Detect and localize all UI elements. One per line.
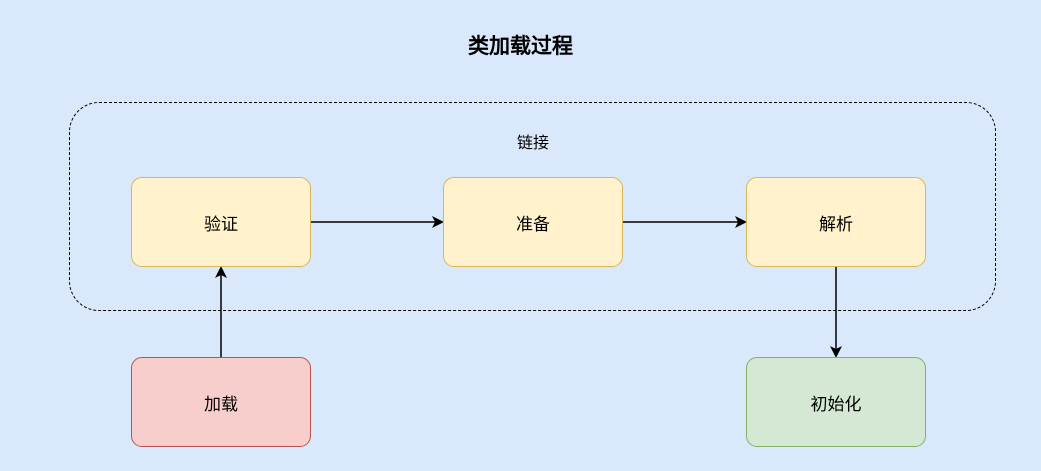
node-prepare-label: 准备: [516, 214, 550, 235]
node-load: 加载: [131, 357, 311, 447]
node-init: 初始化: [746, 357, 926, 447]
diagram-title: 类加载过程: [468, 34, 573, 58]
linking-group-label: 链接: [516, 133, 549, 152]
node-verify: 验证: [131, 177, 311, 267]
node-load-label: 加载: [204, 394, 238, 415]
node-resolve: 解析: [746, 177, 926, 267]
node-init-label: 初始化: [810, 394, 862, 415]
linking-group-border: [69, 102, 996, 311]
node-prepare: 准备: [443, 177, 623, 267]
node-verify-label: 验证: [204, 214, 238, 235]
node-resolve-label: 解析: [819, 214, 853, 235]
